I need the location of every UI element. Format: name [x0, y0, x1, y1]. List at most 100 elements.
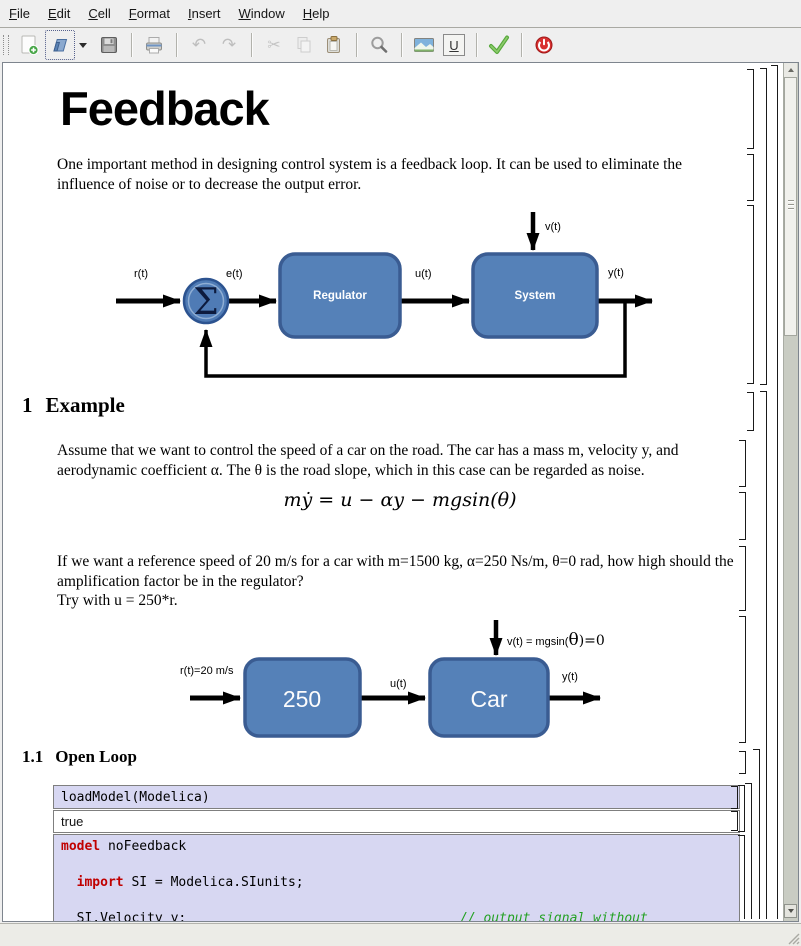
menu-edit[interactable]: Edit	[47, 6, 71, 21]
cell-bracket[interactable]	[753, 749, 760, 919]
search-button[interactable]	[365, 31, 393, 59]
open-dropdown-button[interactable]	[77, 32, 89, 58]
undo-button[interactable]: ↶	[185, 31, 213, 59]
diagram1-u-label: u(t)	[415, 268, 432, 280]
copy-icon	[297, 37, 311, 53]
toolbar-separator	[476, 33, 477, 57]
input-cell-model[interactable]: model noFeedback import SI = Modelica.SI…	[53, 834, 740, 921]
cell-bracket[interactable]	[760, 68, 767, 385]
sigma-glyph: Σ	[193, 282, 218, 323]
paste-button[interactable]	[320, 31, 348, 59]
toolbar-drag-handle[interactable]	[3, 35, 9, 55]
regulator-label: Regulator	[313, 290, 367, 302]
feedback-loop-diagram: r(t) e(t) u(t) y(t) v(t) Σ Regulato	[116, 212, 653, 378]
insert-image-button[interactable]	[410, 31, 438, 59]
print-icon	[146, 37, 162, 54]
statusbar	[0, 923, 801, 946]
open-loop-diagram: r(t)=20 m/s u(t) y(t) v(t) = mgsin(θ)=0 …	[180, 620, 605, 738]
diagram1-y-label: y(t)	[608, 267, 624, 279]
paste-icon	[327, 36, 340, 53]
cell-bracket[interactable]	[771, 65, 778, 919]
cut-button[interactable]: ✂	[260, 31, 288, 59]
menu-file[interactable]: File	[9, 6, 30, 21]
redo-icon: ↷	[221, 35, 237, 54]
menu-help[interactable]: Help	[302, 6, 330, 21]
cut-icon: ✂	[267, 37, 281, 54]
open-file-button[interactable]	[45, 30, 75, 60]
save-button[interactable]	[95, 31, 123, 59]
open-dropdown-icon	[79, 42, 87, 48]
redo-button[interactable]: ↷	[215, 31, 243, 59]
up-arrow-icon	[787, 68, 794, 72]
loadmodel-result: true	[61, 814, 84, 829]
toolbar-separator	[521, 33, 522, 57]
section-number: 1	[22, 393, 33, 417]
cell-bracket[interactable]	[745, 783, 752, 919]
gain-block: 250	[243, 657, 362, 738]
vertical-scrollbar[interactable]	[783, 63, 798, 921]
section-title: Example	[45, 393, 125, 417]
output-cell-true[interactable]: true	[53, 810, 740, 833]
menu-cell[interactable]: Cell	[88, 6, 111, 21]
example-text-cell[interactable]: Assume that we want to control the speed…	[57, 442, 679, 479]
open-file-icon	[53, 39, 68, 52]
input-cell-loadmodel[interactable]: loadModel(Modelica)	[53, 785, 740, 809]
system-block: System	[471, 252, 599, 339]
new-document-icon	[21, 35, 39, 56]
model-code: model noFeedback import SI = Modelica.SI…	[61, 839, 648, 921]
menu-window[interactable]: Window	[238, 6, 285, 21]
underline-icon: U	[443, 34, 465, 56]
loadmodel-code: loadModel(Modelica)	[61, 790, 210, 805]
toolbar-separator	[176, 33, 177, 57]
equation-cell[interactable]: mẏ = u − αy − mgsin(θ)	[283, 489, 517, 511]
car-block: Car	[428, 657, 550, 738]
diagram1-r-label: r(t)	[134, 268, 148, 280]
search-icon	[371, 36, 388, 53]
scrollbar-up-button[interactable]	[784, 63, 797, 77]
cell-bracket[interactable]	[747, 392, 754, 431]
subsection-title: Open Loop	[55, 747, 137, 766]
stop-button[interactable]	[530, 31, 558, 59]
scrollbar-down-button[interactable]	[784, 904, 797, 918]
subsection-number: 1.1	[22, 747, 44, 766]
menu-insert[interactable]: Insert	[187, 6, 221, 21]
cell-bracket[interactable]	[739, 751, 746, 774]
notebook-viewport: Feedback One important method in designi…	[2, 62, 799, 922]
evaluate-button[interactable]	[485, 31, 513, 59]
new-document-button[interactable]	[15, 31, 43, 59]
cell-bracket[interactable]	[739, 616, 746, 743]
system-label: System	[515, 290, 556, 302]
cell-bracket[interactable]	[739, 492, 746, 540]
undo-icon: ↶	[191, 35, 207, 54]
diagram2-u-label: u(t)	[390, 678, 407, 690]
diagram2-r-label: r(t)=20 m/s	[180, 665, 234, 677]
scrollbar-thumb[interactable]	[784, 77, 797, 336]
question-line2: Try with u = 250*r.	[57, 592, 178, 609]
toolbar-separator	[401, 33, 402, 57]
print-button[interactable]	[140, 31, 168, 59]
underline-button[interactable]: U	[440, 31, 468, 59]
down-arrow-icon	[787, 909, 794, 913]
section-heading-cell[interactable]: 1 Example	[22, 393, 125, 418]
cell-bracket[interactable]	[739, 440, 746, 487]
notebook-title-cell[interactable]: Feedback	[60, 82, 270, 135]
intro-text-cell[interactable]: One important method in designing contro…	[57, 156, 683, 193]
diagram1-e-label: e(t)	[226, 268, 243, 280]
toolbar-separator	[131, 33, 132, 57]
regulator-block: Regulator	[278, 252, 402, 339]
resize-grip-icon[interactable]	[786, 931, 800, 945]
cell-bracket[interactable]	[747, 154, 754, 201]
menu-format[interactable]: Format	[128, 6, 170, 21]
cell-bracket[interactable]	[739, 546, 746, 611]
evaluate-check-icon	[489, 35, 509, 54]
cell-bracket[interactable]	[747, 69, 754, 149]
question-text-cell[interactable]: If we want a reference speed of 20 m/s f…	[57, 552, 735, 611]
save-icon	[101, 37, 117, 53]
cell-bracket[interactable]	[747, 205, 754, 384]
question-line1: If we want a reference speed of 20 m/s f…	[57, 553, 734, 590]
diagram2-y-label: y(t)	[562, 671, 578, 683]
cell-bracket[interactable]	[760, 391, 767, 919]
subsection-heading-cell[interactable]: 1.1 Open Loop	[22, 747, 137, 767]
copy-button[interactable]	[290, 31, 318, 59]
gain-label: 250	[283, 686, 321, 712]
